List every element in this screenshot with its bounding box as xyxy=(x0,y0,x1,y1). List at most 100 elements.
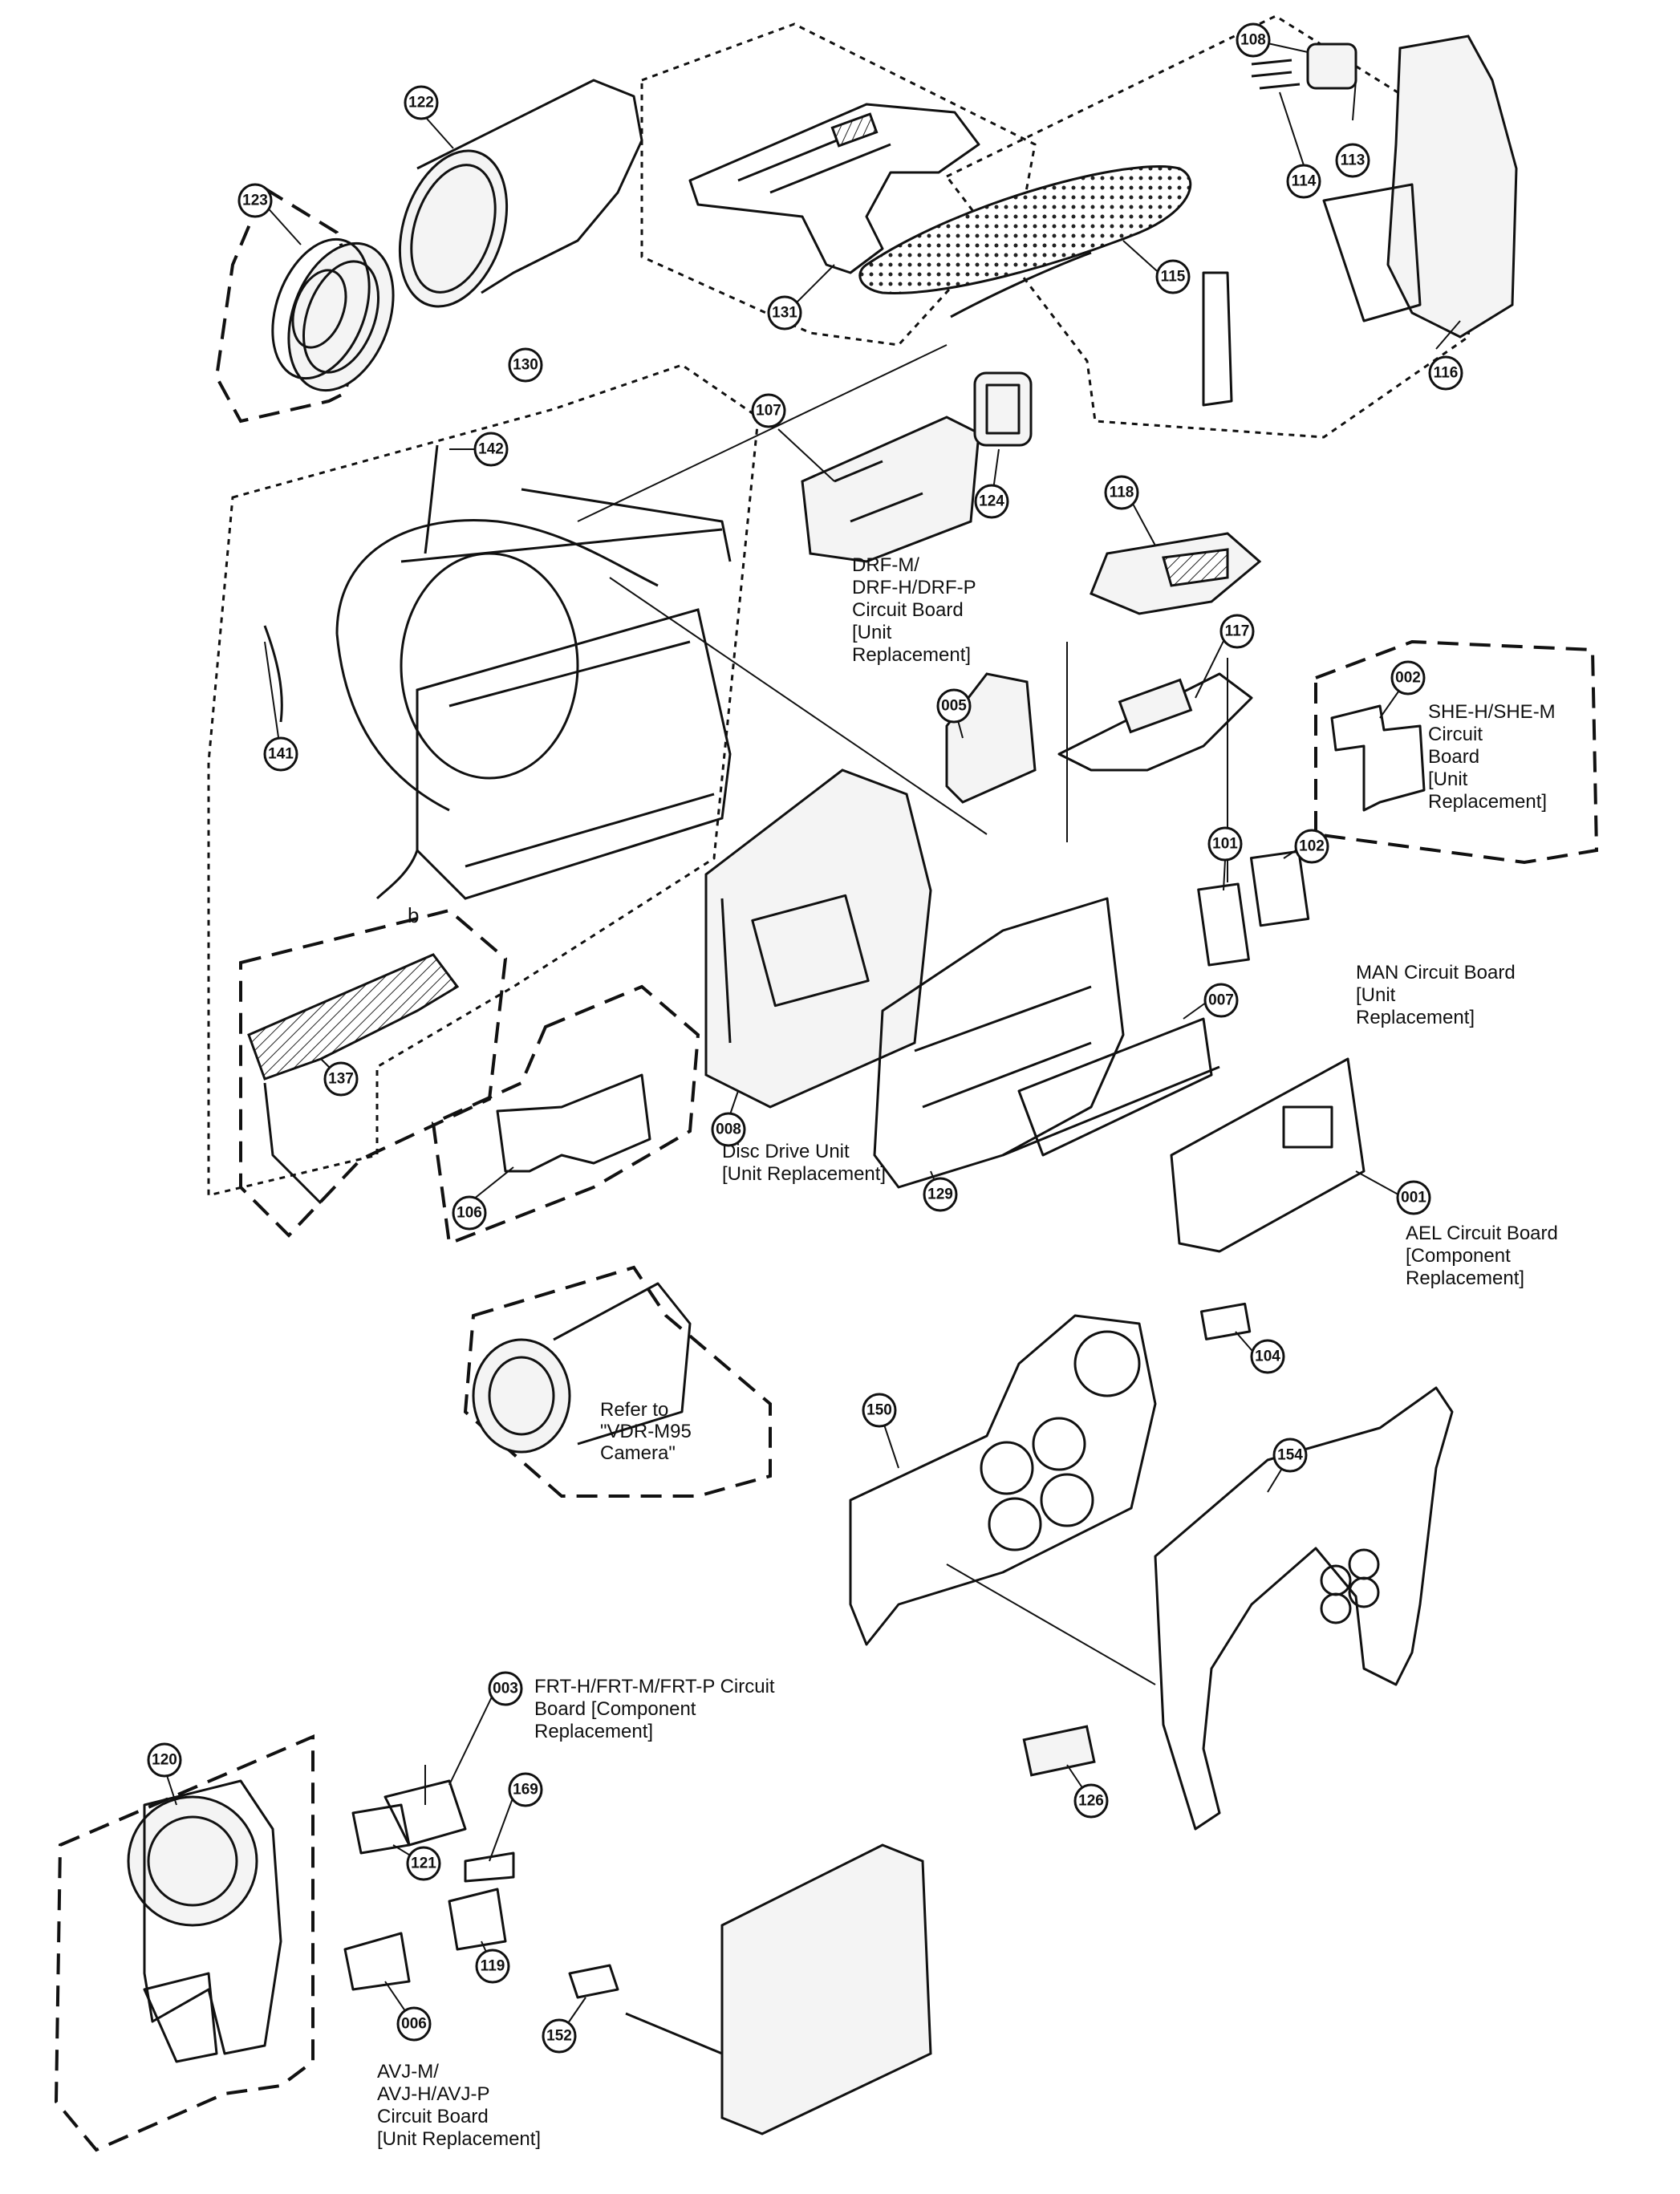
label-line: Replacement] xyxy=(1428,791,1547,813)
part-chassis-center xyxy=(873,897,1220,1189)
callout-number: 106 xyxy=(457,1205,482,1222)
callout-114: 114 xyxy=(1286,164,1321,199)
group-outline-137 xyxy=(239,908,508,1238)
callout-101: 101 xyxy=(1207,826,1243,862)
callout-122: 122 xyxy=(404,85,439,120)
label-line: SHE-H/SHE-M xyxy=(1428,701,1556,723)
part-115-hand-strap xyxy=(858,165,1192,318)
callout-circle xyxy=(767,295,802,331)
callout-115: 115 xyxy=(1155,259,1191,294)
callout-circle xyxy=(1155,259,1191,294)
callout-number: 006 xyxy=(401,2016,427,2033)
callout-circle xyxy=(1236,22,1271,58)
callouts: 1081221231131141151311161301071421241181… xyxy=(147,22,1463,2054)
callout-number: 113 xyxy=(1341,152,1366,169)
callout-circle xyxy=(974,484,1009,519)
callout-119: 119 xyxy=(475,1949,510,1984)
part-002-she-board xyxy=(1330,704,1426,812)
callout-142: 142 xyxy=(473,432,509,467)
callout-121: 121 xyxy=(406,1846,441,1881)
label-line: DRF-M/ xyxy=(852,554,919,576)
callout-circle xyxy=(475,1949,510,1984)
label-line: Replacement] xyxy=(852,644,971,666)
label-line: [Unit Replacement] xyxy=(722,1163,886,1185)
callout-circle xyxy=(1335,143,1370,178)
part-107-viewfinder xyxy=(801,371,1033,563)
label-line: Refer to xyxy=(600,1399,668,1421)
label-line: Circuit Board xyxy=(377,2106,489,2127)
label-line: Circuit xyxy=(1428,724,1483,745)
label-line: Disc Drive Unit xyxy=(722,1141,850,1162)
callout-circle xyxy=(1390,660,1426,696)
part-131-bracket xyxy=(688,103,980,274)
part-130-main-frame xyxy=(335,488,732,900)
label-line: [Unit xyxy=(852,622,892,643)
callout-circle xyxy=(1428,355,1463,391)
label-line: [Unit xyxy=(1356,984,1396,1006)
callout-number: 169 xyxy=(513,1782,538,1799)
label-line: Circuit Board xyxy=(852,599,964,621)
callout-circle xyxy=(1203,983,1239,1018)
callout-number: 116 xyxy=(1434,365,1459,382)
callout-137: 137 xyxy=(323,1061,359,1097)
callout-123: 123 xyxy=(237,183,273,218)
part-lens-unit xyxy=(472,1282,692,1454)
part-113-114-grip-parts xyxy=(1251,43,1357,90)
callout-number: 124 xyxy=(979,493,1004,510)
callout-number: 101 xyxy=(1212,836,1238,853)
group-outline-002 xyxy=(1314,639,1599,865)
label-line: Board [Component xyxy=(534,1698,696,1720)
callout-number: 137 xyxy=(328,1071,354,1088)
group-outline-106 xyxy=(431,984,700,1246)
callout-circle xyxy=(404,85,439,120)
callout-circle xyxy=(508,1772,543,1807)
part-116-grip-frame xyxy=(1202,34,1518,407)
label-line: FRT-H/FRT-M/FRT-P Circuit xyxy=(534,1676,775,1697)
callout-circle xyxy=(263,736,298,772)
callout-circle xyxy=(237,183,273,218)
callout-circle xyxy=(936,688,972,724)
part-142-141-cables xyxy=(263,444,439,723)
part-117-switch-plate xyxy=(1057,672,1253,772)
group-outline-lens xyxy=(463,1265,772,1498)
callout-circle xyxy=(1396,1180,1431,1215)
callout-number: 107 xyxy=(756,403,781,420)
part-137-side-panel xyxy=(247,953,460,1205)
callout-number: 150 xyxy=(866,1402,892,1419)
part-118-eyecup xyxy=(1090,532,1262,615)
label-line: AVJ-M/ xyxy=(377,2061,439,2082)
callout-001: 001 xyxy=(1396,1180,1431,1215)
callout-116: 116 xyxy=(1428,355,1463,391)
callout-120: 120 xyxy=(147,1742,182,1778)
callout-106: 106 xyxy=(452,1195,487,1231)
callout-number: 108 xyxy=(1240,32,1266,49)
callout-number: 142 xyxy=(478,441,504,458)
callout-circle xyxy=(396,2006,432,2042)
callout-002: 002 xyxy=(1390,660,1426,696)
label-line: Replacement] xyxy=(1406,1267,1524,1289)
callout-129: 129 xyxy=(923,1177,958,1212)
callout-108: 108 xyxy=(1236,22,1271,58)
callout-circle xyxy=(1104,475,1139,510)
callout-154: 154 xyxy=(1272,1438,1308,1473)
callout-circle xyxy=(473,432,509,467)
part-lcd-monitor xyxy=(568,1843,932,2135)
callout-circle xyxy=(1286,164,1321,199)
label-line: Replacement] xyxy=(1356,1007,1475,1028)
callout-circle xyxy=(923,1177,958,1212)
callout-number: 005 xyxy=(941,698,967,715)
callout-number: 120 xyxy=(152,1752,177,1769)
label-line: "VDR-M95 xyxy=(600,1421,692,1442)
callout-number: 123 xyxy=(242,193,268,209)
callout-number: 129 xyxy=(927,1186,953,1203)
callout-118: 118 xyxy=(1104,475,1139,510)
callout-124: 124 xyxy=(974,484,1009,519)
callout-circle xyxy=(323,1061,359,1097)
part-101-102-chips xyxy=(1197,850,1310,967)
